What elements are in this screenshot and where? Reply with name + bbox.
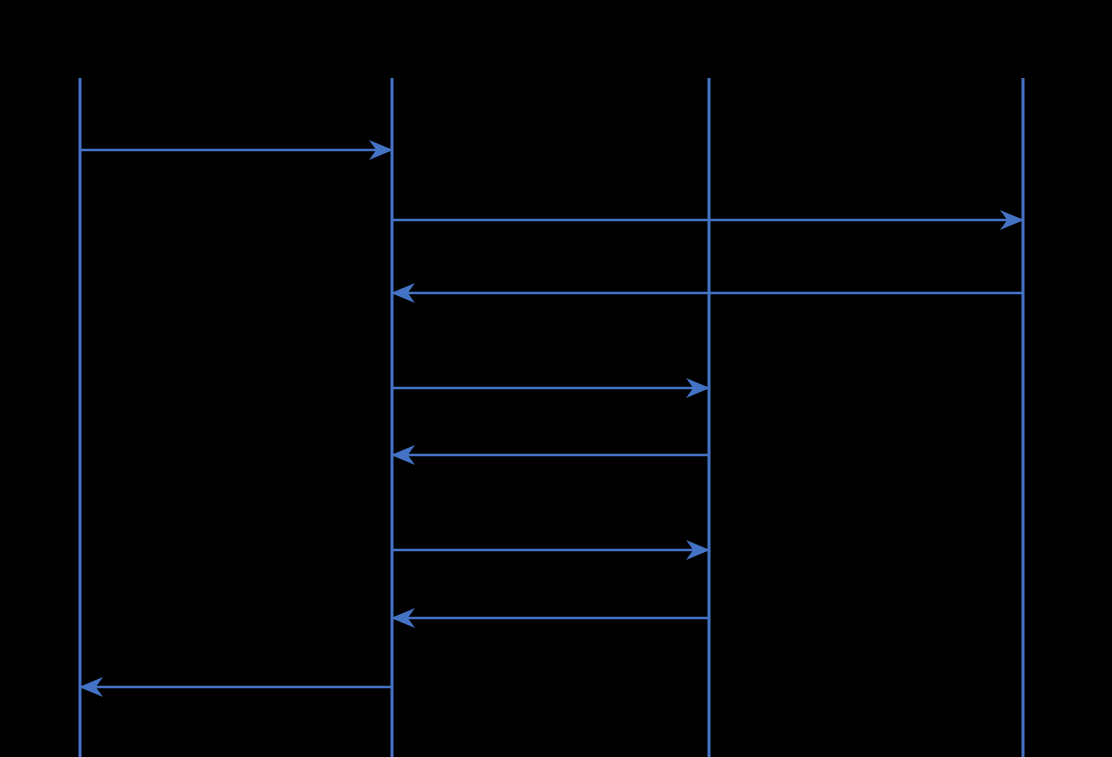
sequence-diagram-canvas [78,78,1025,757]
sequence-diagram [78,78,1025,757]
